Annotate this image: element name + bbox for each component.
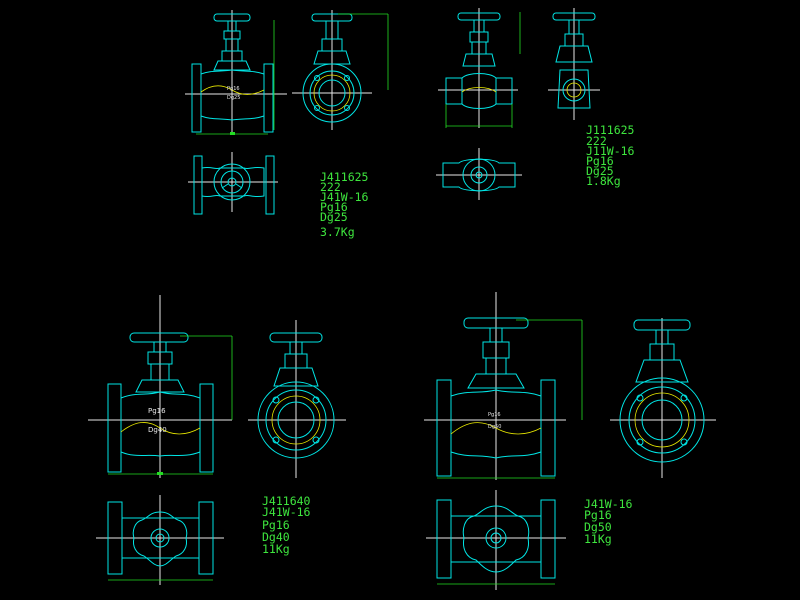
valve-2-line-1: J111625 [586,123,634,137]
valve-4-side-view [610,318,716,478]
valve-3-line-5: 11Kg [262,542,290,556]
valve-3-line-1: J411640 [262,494,311,508]
valve-3-front-view: Pg16 Dg40 [88,295,233,478]
valve-3-line-2: J41W-16 [262,505,311,519]
valve-4-inner-pg: Pg16 [488,412,501,418]
valve-3-side-view [248,320,346,478]
valve-4-line-1: J41W-16 [584,497,633,511]
valve-1-line-3: J41W-16 [320,190,369,204]
valve-4-line-2: Pg16 [584,508,612,522]
valve-2-front-view [438,8,521,128]
valve-4-line-3: Dg50 [584,520,612,534]
valve-4-spec-text: J41W-16 Pg16 Dg50 11Kg [584,497,633,546]
valve-3-spec-text: J411640 J41W-16 Pg16 Dg40 11Kg [262,494,311,556]
valve-3-top-view [96,495,224,585]
valve-2-line-6: 1.8Kg [586,174,621,188]
valve-2-line-4: Pg16 [586,154,614,168]
valve-2-line-2: 222 [586,134,607,148]
valve-1-spec-text: J411625 222 J41W-16 Pg16 Dg25 3.7Kg [320,170,369,239]
valve-3-inner-pg: Pg16 [148,407,166,415]
valve-2-side-view [548,8,600,120]
valve-1-side-view [292,10,389,130]
valve-3-line-3: Pg16 [262,518,290,532]
valve-1-line-5: Dg25 [320,210,348,224]
valve-1-inner-dg: Dg25 [227,95,240,101]
valve-4-line-4: 11Kg [584,532,612,546]
valve-2-spec-text: J111625 222 J11W-16 Pg16 Dg25 1.8Kg [586,123,635,188]
valve-1-line-1: J411625 [320,170,368,184]
valve-4-inner-dg: Dg50 [488,424,501,430]
valve-1-line-2: 222 [320,180,341,194]
valve-1-line-6: 3.7Kg [320,225,355,239]
valve-4-top-view [426,490,566,590]
valve-2-top-view [436,148,522,200]
valve-1-top-view [188,152,278,215]
valve-3-inner-dg: Dg40 [148,426,167,434]
valve-2-line-5: Dg25 [586,164,614,178]
valve-4-front-view: Pg16 Dg50 [424,292,583,480]
valve-1-front-view: Pg16 Dg25 [185,10,287,135]
valve-1-line-4: Pg16 [320,200,348,214]
valve-2-line-3: J11W-16 [586,144,635,158]
valve-1-inner-pg: Pg16 [227,86,240,92]
valve-3-line-4: Dg40 [262,530,290,544]
